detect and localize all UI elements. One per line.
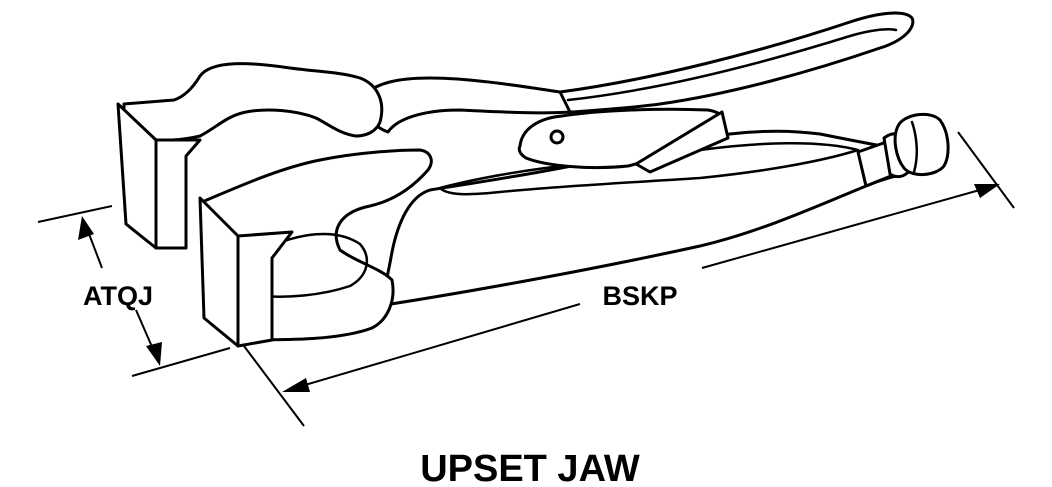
screw-knob xyxy=(893,112,950,176)
upper-jaw-arm xyxy=(358,76,572,134)
arrowhead-right xyxy=(974,184,1000,198)
upper-jaw xyxy=(122,62,384,142)
lower-handle xyxy=(376,129,907,308)
adjusting-screw xyxy=(856,112,950,188)
dimension-jaw-width: ATQJ xyxy=(37,205,231,377)
toggle-link xyxy=(634,110,730,174)
rivet xyxy=(549,129,565,145)
locking-pliers-illustration xyxy=(116,11,950,348)
overall-length-label: BSKP xyxy=(602,281,677,311)
diagram-title: UPSET JAW xyxy=(420,448,640,487)
upper-handle xyxy=(558,11,915,114)
arrowhead-left xyxy=(282,378,310,392)
arrowhead-up xyxy=(78,216,94,240)
arrowhead-down xyxy=(146,342,162,366)
jaw-width-label: ATQJ xyxy=(83,281,153,311)
dimension-overall-length: BSKP xyxy=(243,131,1015,427)
